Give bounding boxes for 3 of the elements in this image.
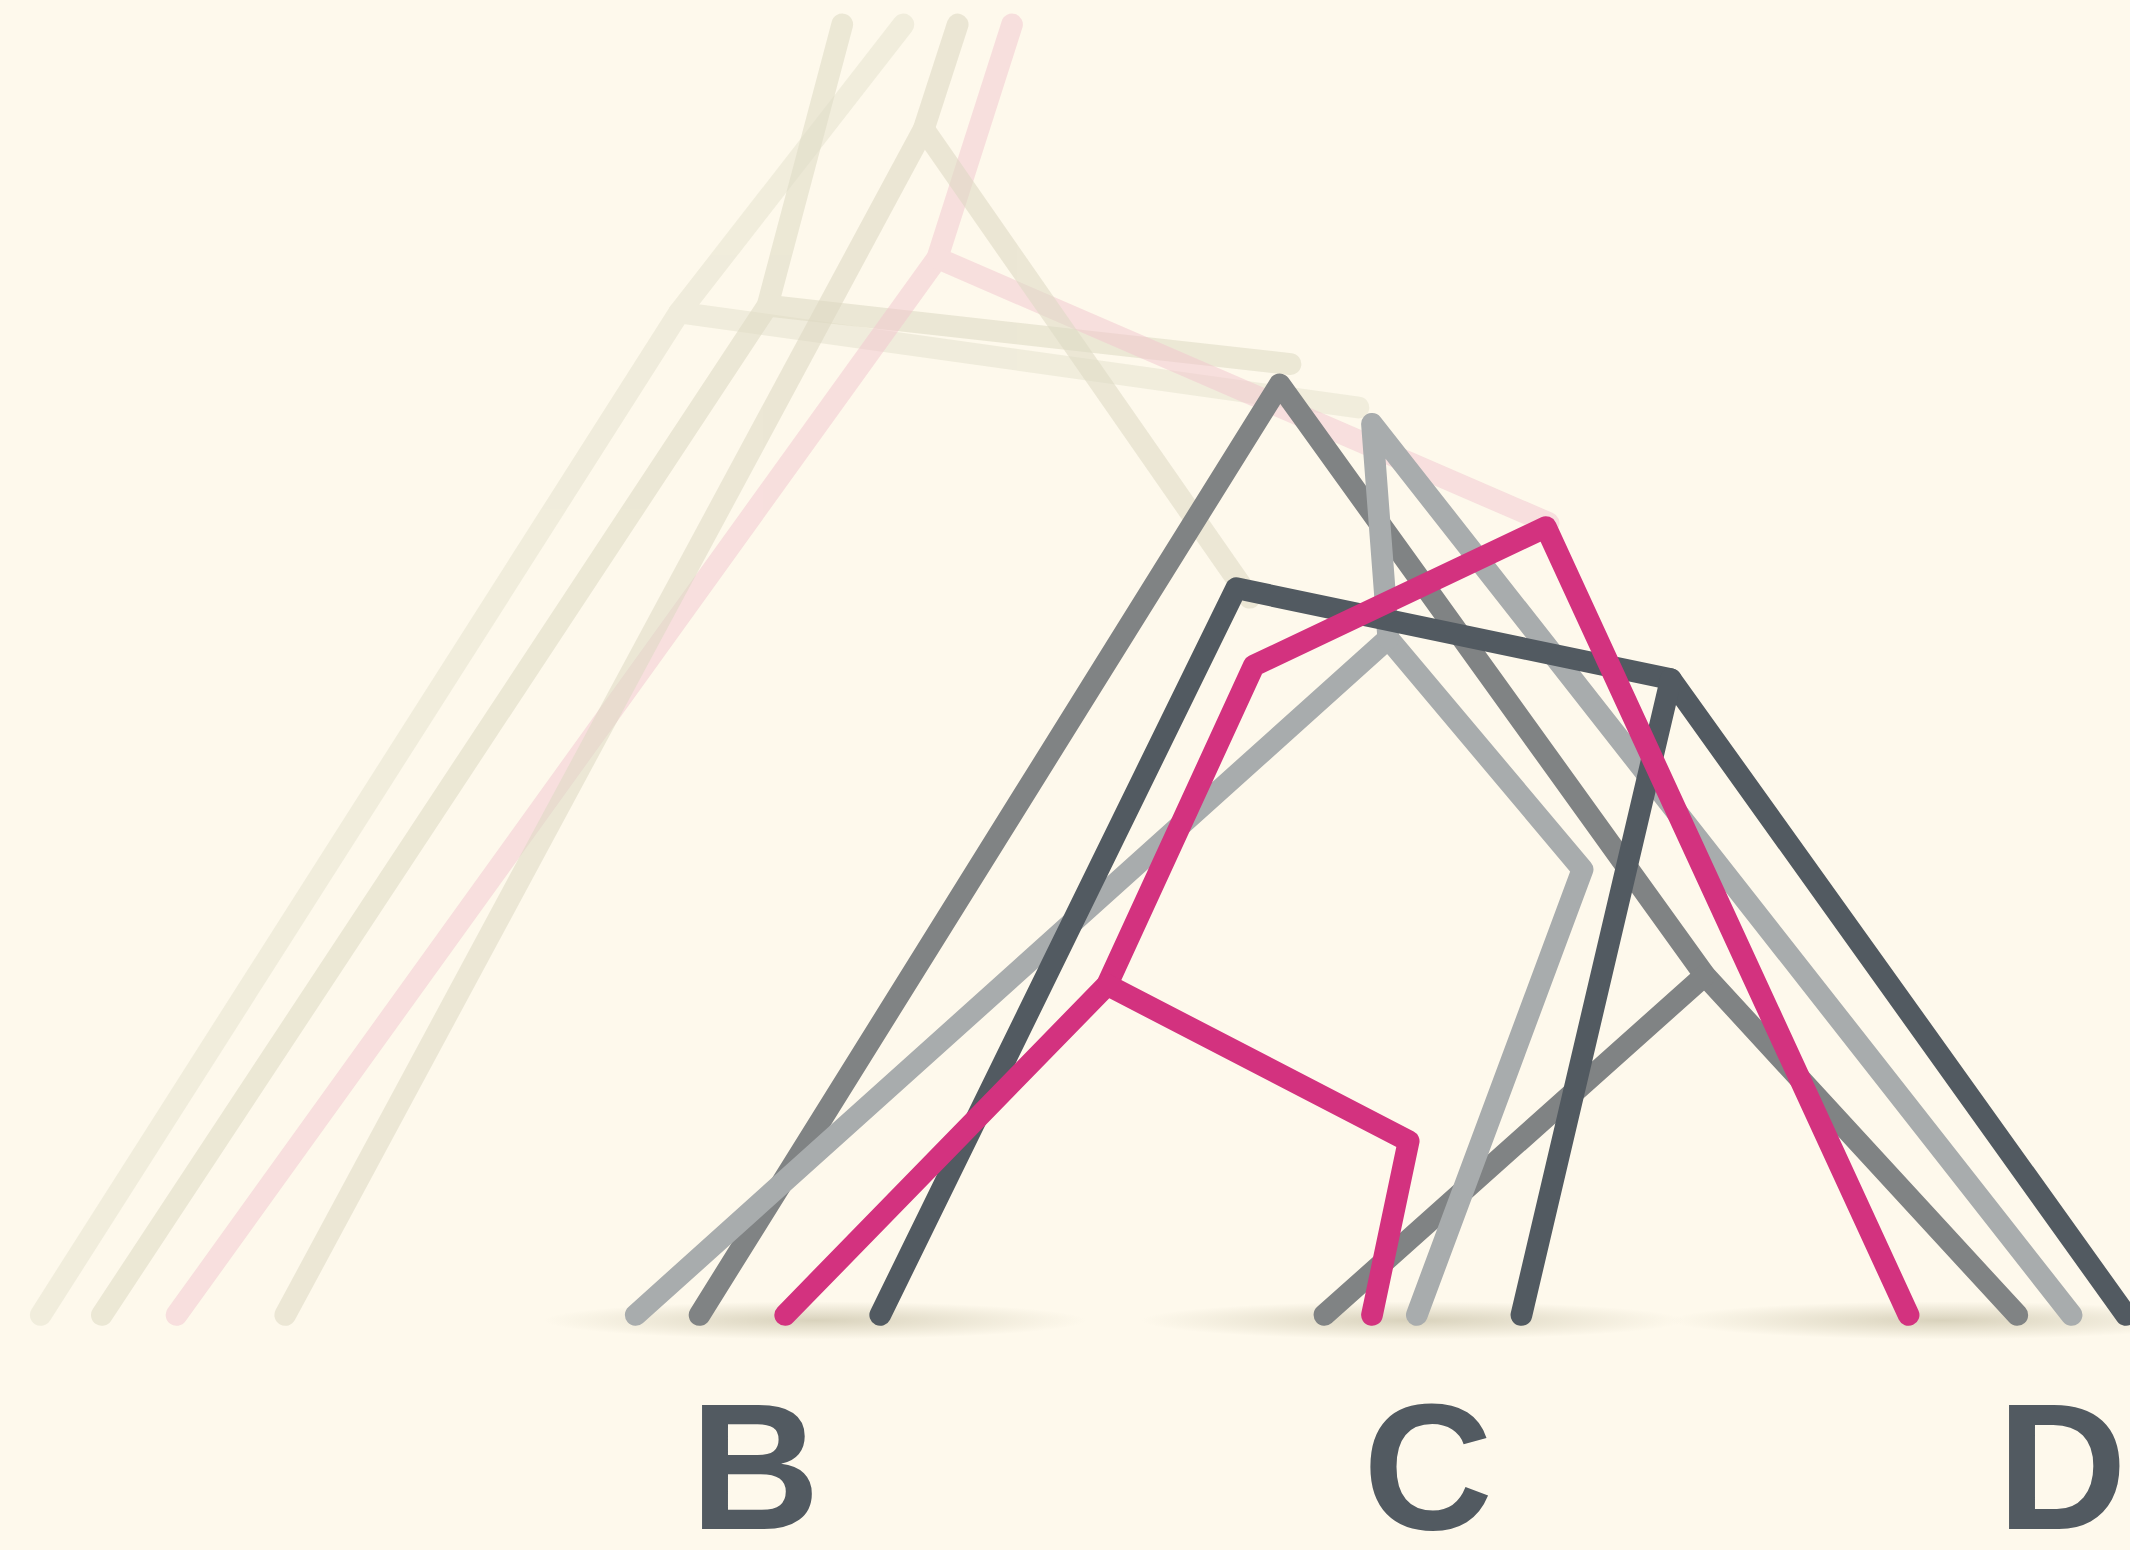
letter-label: D	[1997, 1392, 2127, 1542]
letter-label: B	[690, 1392, 820, 1542]
letter-label: C	[1363, 1392, 1493, 1542]
